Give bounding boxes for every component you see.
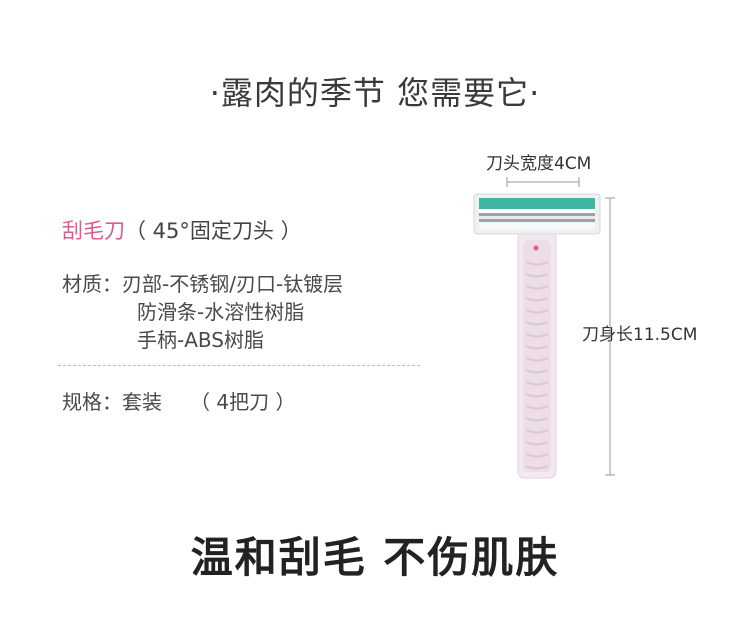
razor-handle: [517, 231, 557, 479]
grip-line: [525, 429, 549, 434]
grip-line: [525, 285, 549, 290]
product-name: 刮毛刀（ 45°固定刀头 ）: [62, 215, 302, 245]
material-line-2: 防滑条-水溶性树脂: [137, 300, 305, 324]
grip-line: [525, 333, 549, 338]
material-label: 材质：: [62, 272, 122, 296]
grip-line: [525, 357, 549, 362]
body-length-label: 刀身长11.5CM: [582, 325, 698, 345]
spec-label: 规格：: [62, 390, 122, 414]
head-width-measure: [506, 177, 580, 187]
grip-line: [525, 405, 549, 410]
spec-value: 套装: [122, 390, 162, 414]
material-line-3: 手柄-ABS树脂: [137, 328, 264, 352]
dashed-divider: [58, 365, 420, 366]
head-width-label: 刀头宽度4CM: [486, 154, 592, 174]
grip-line: [525, 261, 549, 266]
handle-grips: [525, 261, 549, 470]
spec-row: 规格：套装 （ 4把刀 ）: [62, 386, 295, 415]
grip-line: [525, 309, 549, 314]
grip-line: [525, 321, 549, 326]
grip-line: [525, 369, 549, 374]
grip-line: [525, 441, 549, 446]
grip-line: [525, 345, 549, 350]
razor-head: [473, 193, 601, 235]
grip-line: [525, 297, 549, 302]
grip-line: [525, 381, 549, 386]
grip-line: [525, 273, 549, 278]
spec-pack: （ 4把刀 ）: [190, 390, 296, 414]
product-name-suffix: （ 45°固定刀头 ）: [125, 219, 302, 243]
grip-line: [525, 417, 549, 422]
material-line-1: 刃部-不锈钢/刃口-钛镀层: [122, 272, 344, 296]
footer-slogan: 温和刮毛 不伤肌肤: [190, 533, 560, 582]
product-name-label: 刮毛刀: [62, 219, 125, 243]
grip-line: [525, 453, 549, 458]
length-measure: [605, 197, 615, 476]
grip-line: [525, 393, 549, 398]
grip-line: [525, 465, 549, 470]
material-row: 材质：刃部-不锈钢/刃口-钛镀层: [62, 268, 343, 297]
page-title: ·露肉的季节 您需要它·: [209, 74, 541, 112]
